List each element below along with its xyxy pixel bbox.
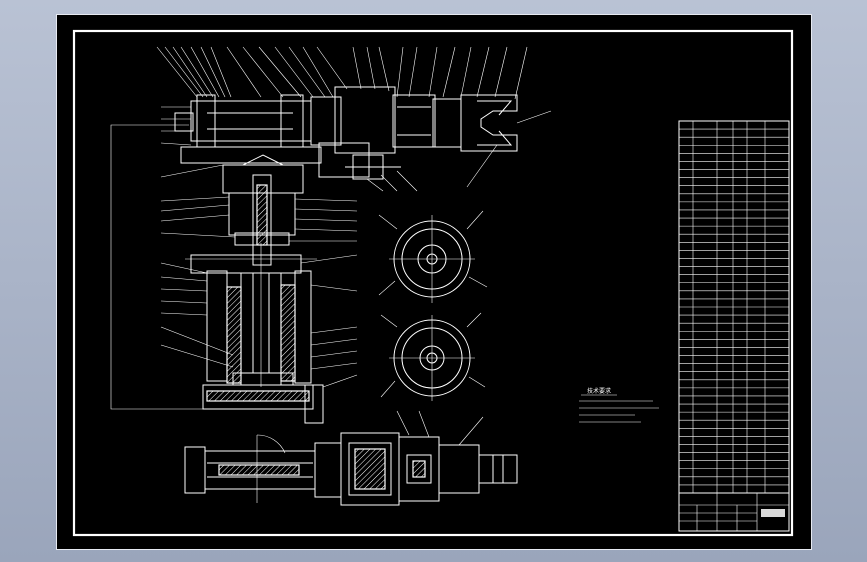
tech-notes-title: 技术要求 bbox=[587, 387, 611, 395]
gripper-base bbox=[432, 98, 462, 148]
title-block-name-cell bbox=[761, 509, 785, 517]
leader-lines-right bbox=[289, 144, 498, 388]
gripper-jaws bbox=[460, 94, 518, 152]
parts-list-rows bbox=[679, 128, 789, 486]
technical-notes: 技术要求 bbox=[579, 387, 659, 423]
section-view-top bbox=[378, 210, 488, 303]
leader-lines-left bbox=[160, 106, 236, 368]
cad-drawing-canvas: 技术要求 bbox=[72, 29, 794, 537]
leader-lines-top bbox=[156, 46, 528, 100]
drawing-frame-border bbox=[72, 29, 794, 537]
section-view-bottom bbox=[380, 312, 486, 401]
drawing-sheet: 技术要求 bbox=[56, 14, 812, 550]
wrist-housing bbox=[334, 86, 396, 154]
title-block bbox=[678, 492, 790, 532]
parts-list-table bbox=[678, 120, 790, 494]
horizontal-cylinder bbox=[190, 100, 312, 142]
main-assembly-view bbox=[110, 86, 552, 424]
plan-view-bottom bbox=[184, 410, 518, 506]
